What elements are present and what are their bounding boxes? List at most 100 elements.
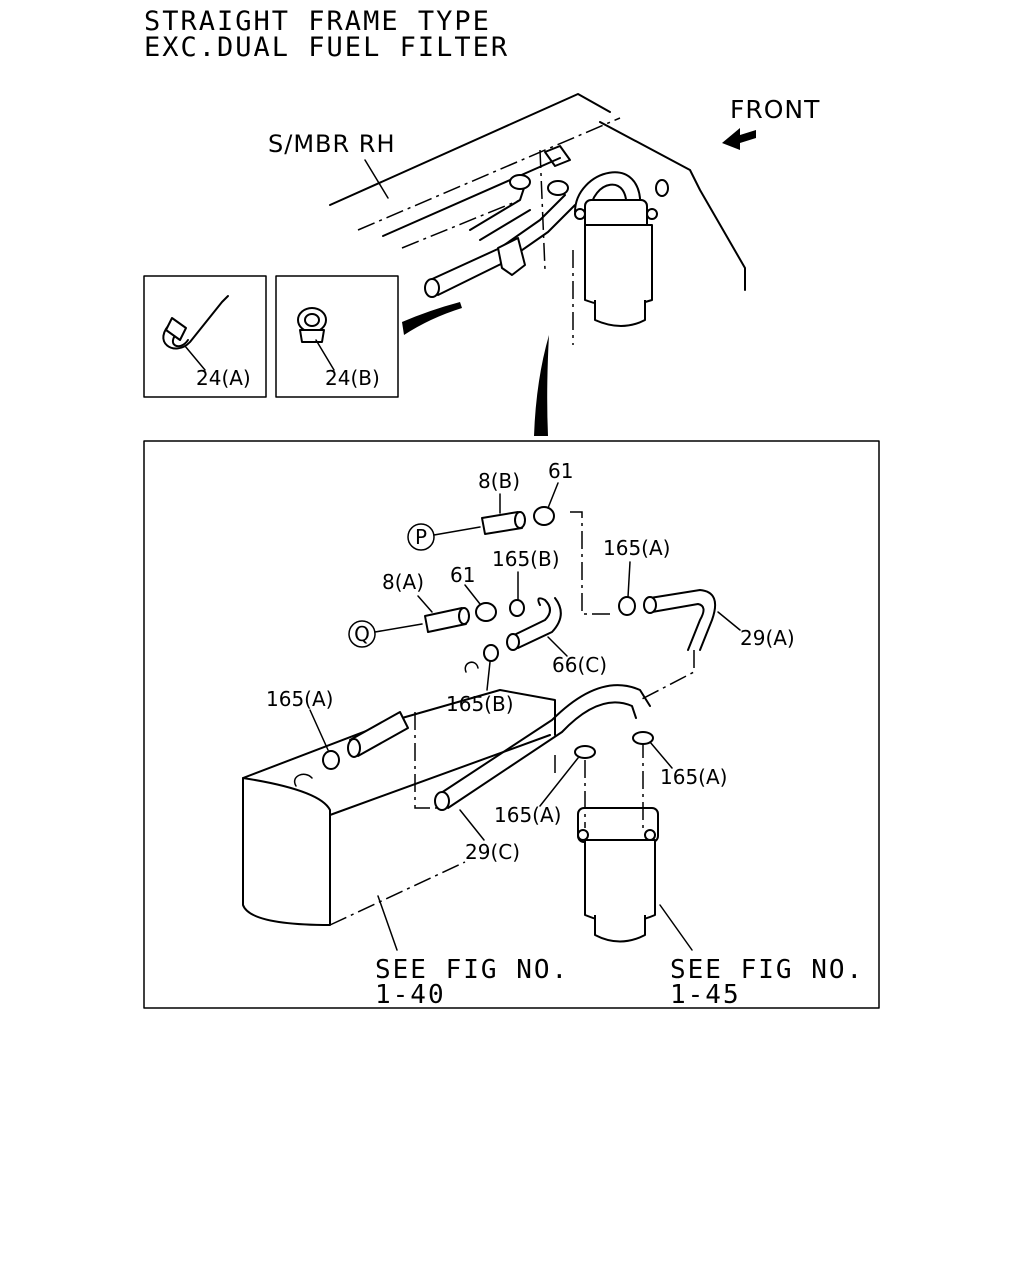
reference-2-line-2: 1-45	[670, 980, 741, 1010]
connector-q-label: Q	[354, 622, 370, 646]
fuel-tank-cap	[293, 773, 313, 787]
side-member-edge	[382, 157, 561, 237]
filter-loop-outer	[574, 171, 642, 213]
filter-detail-fitting-right	[644, 829, 656, 841]
hose-8b-guide	[570, 511, 612, 615]
overview-hose-end	[424, 278, 440, 298]
leader-165b-mid	[486, 661, 491, 691]
side-member-top-edge	[329, 93, 611, 206]
hose-8a-end	[458, 607, 470, 625]
overview-clamp	[497, 237, 526, 276]
inset-24a-label: 24(A)	[196, 366, 251, 390]
front-label: FRONT	[730, 95, 820, 124]
callout-165a-left: 165(A)	[266, 687, 333, 711]
hose-8b-end	[514, 511, 526, 529]
callout-61-top: 61	[548, 459, 573, 483]
hose-66c-end	[506, 633, 520, 651]
overview-hose-upper	[429, 194, 566, 281]
filter-port	[655, 179, 669, 197]
detail-frame	[143, 440, 880, 1009]
connector-q	[348, 620, 376, 648]
callout-8b: 8(B)	[478, 469, 520, 493]
side-member-bracket	[599, 121, 746, 291]
overview-clip-1	[509, 174, 531, 190]
callout-165a-low: 165(A)	[494, 803, 561, 827]
side-member-centerline	[357, 117, 621, 231]
cable-tie-head-icon	[165, 317, 187, 341]
clamp-165a-left	[322, 750, 340, 770]
callout-29a: 29(A)	[740, 626, 795, 650]
connector-p-leader	[433, 526, 481, 536]
clamp-165b-top	[509, 599, 525, 617]
hose-29a-lower	[651, 603, 705, 651]
clamp-165a-right	[632, 731, 654, 745]
overview-drawing: S/MBR RH FRONT	[268, 93, 820, 436]
callout-165b-top: 165(B)	[492, 547, 560, 571]
filter-detail-fitting-left	[577, 829, 589, 841]
connector-p	[407, 523, 435, 551]
filter-fitting-right	[646, 208, 658, 220]
inset-24b-leader	[315, 339, 335, 371]
title-line-2: EXC.DUAL FUEL FILTER	[144, 32, 509, 63]
leader-29a	[717, 611, 741, 631]
filter-detail-cap	[594, 915, 646, 943]
short-hose-left-end	[347, 738, 361, 758]
hose-29c-guide	[414, 712, 440, 809]
leader-165a-right	[649, 741, 673, 769]
hose-29a-upper	[649, 589, 716, 651]
reference-1-line-1: SEE FIG NO.	[375, 955, 569, 985]
overview-clip-2	[547, 180, 569, 196]
leader-165a-top	[627, 561, 631, 598]
inset-24a: 24(A)	[143, 275, 267, 398]
hose-29c-upper	[437, 684, 651, 796]
filter-bowl	[584, 224, 653, 307]
fuel-tank-bottom-dash	[329, 861, 466, 926]
callout-29c: 29(C)	[465, 840, 520, 864]
callout-8a: 8(A)	[382, 570, 424, 594]
clip-61-mid	[475, 602, 497, 622]
fuel-tank-top-edge	[329, 734, 551, 816]
title-line-1: STRAIGHT FRAME TYPE	[144, 6, 491, 37]
bracket-tab	[544, 145, 571, 167]
reference-1-line-2: 1-40	[375, 980, 446, 1010]
inset-24a-frame	[143, 275, 267, 398]
connector-p-label: P	[415, 525, 427, 549]
overview-dash-1	[539, 149, 546, 271]
detail-view: P Q 8(B) 61 165(B) 165(A) 8(A) 61 29(A) …	[143, 440, 880, 1010]
clip-61-top	[533, 506, 555, 526]
side-member-label: S/MBR RH	[268, 130, 396, 158]
fuel-tank-end	[242, 777, 331, 926]
leader-8a	[417, 595, 433, 613]
leader-66c	[547, 636, 568, 657]
side-member-leader	[364, 159, 389, 199]
front-arrow-icon	[722, 128, 756, 150]
filter-detail-bowl	[584, 839, 656, 924]
hose-29c-lower	[447, 701, 637, 809]
fuel-tank-top	[242, 689, 556, 779]
leader-61-top	[547, 482, 559, 509]
overview-hose-bend-2	[479, 209, 531, 241]
clamp-165b-mid	[483, 644, 499, 662]
detail-pointer-icon	[534, 335, 549, 436]
inset-24b: 24(B)	[275, 275, 399, 398]
inset-24b-label: 24(B)	[325, 366, 380, 390]
leader-29c	[459, 809, 485, 841]
leader-fig-140	[377, 895, 398, 951]
hose-clip-base-icon	[299, 329, 325, 343]
inset-24b-frame	[275, 275, 399, 398]
hose-66c-lower	[517, 597, 562, 649]
leader-165a-low	[539, 757, 579, 807]
hose-29a-guide	[639, 650, 695, 701]
hose-29a-end	[643, 596, 657, 614]
fuel-tank-fitting	[464, 661, 479, 673]
callout-61-mid: 61	[450, 563, 475, 587]
inset-pointer-icon	[402, 302, 462, 335]
filter-fitting-left	[574, 208, 586, 220]
leader-165a-left	[309, 709, 329, 751]
connector-q-leader	[374, 623, 423, 633]
inset-24a-leader	[184, 345, 206, 371]
side-member-lower-line	[401, 199, 521, 249]
callout-66c: 66(C)	[552, 653, 607, 677]
filter-cap	[594, 300, 646, 327]
